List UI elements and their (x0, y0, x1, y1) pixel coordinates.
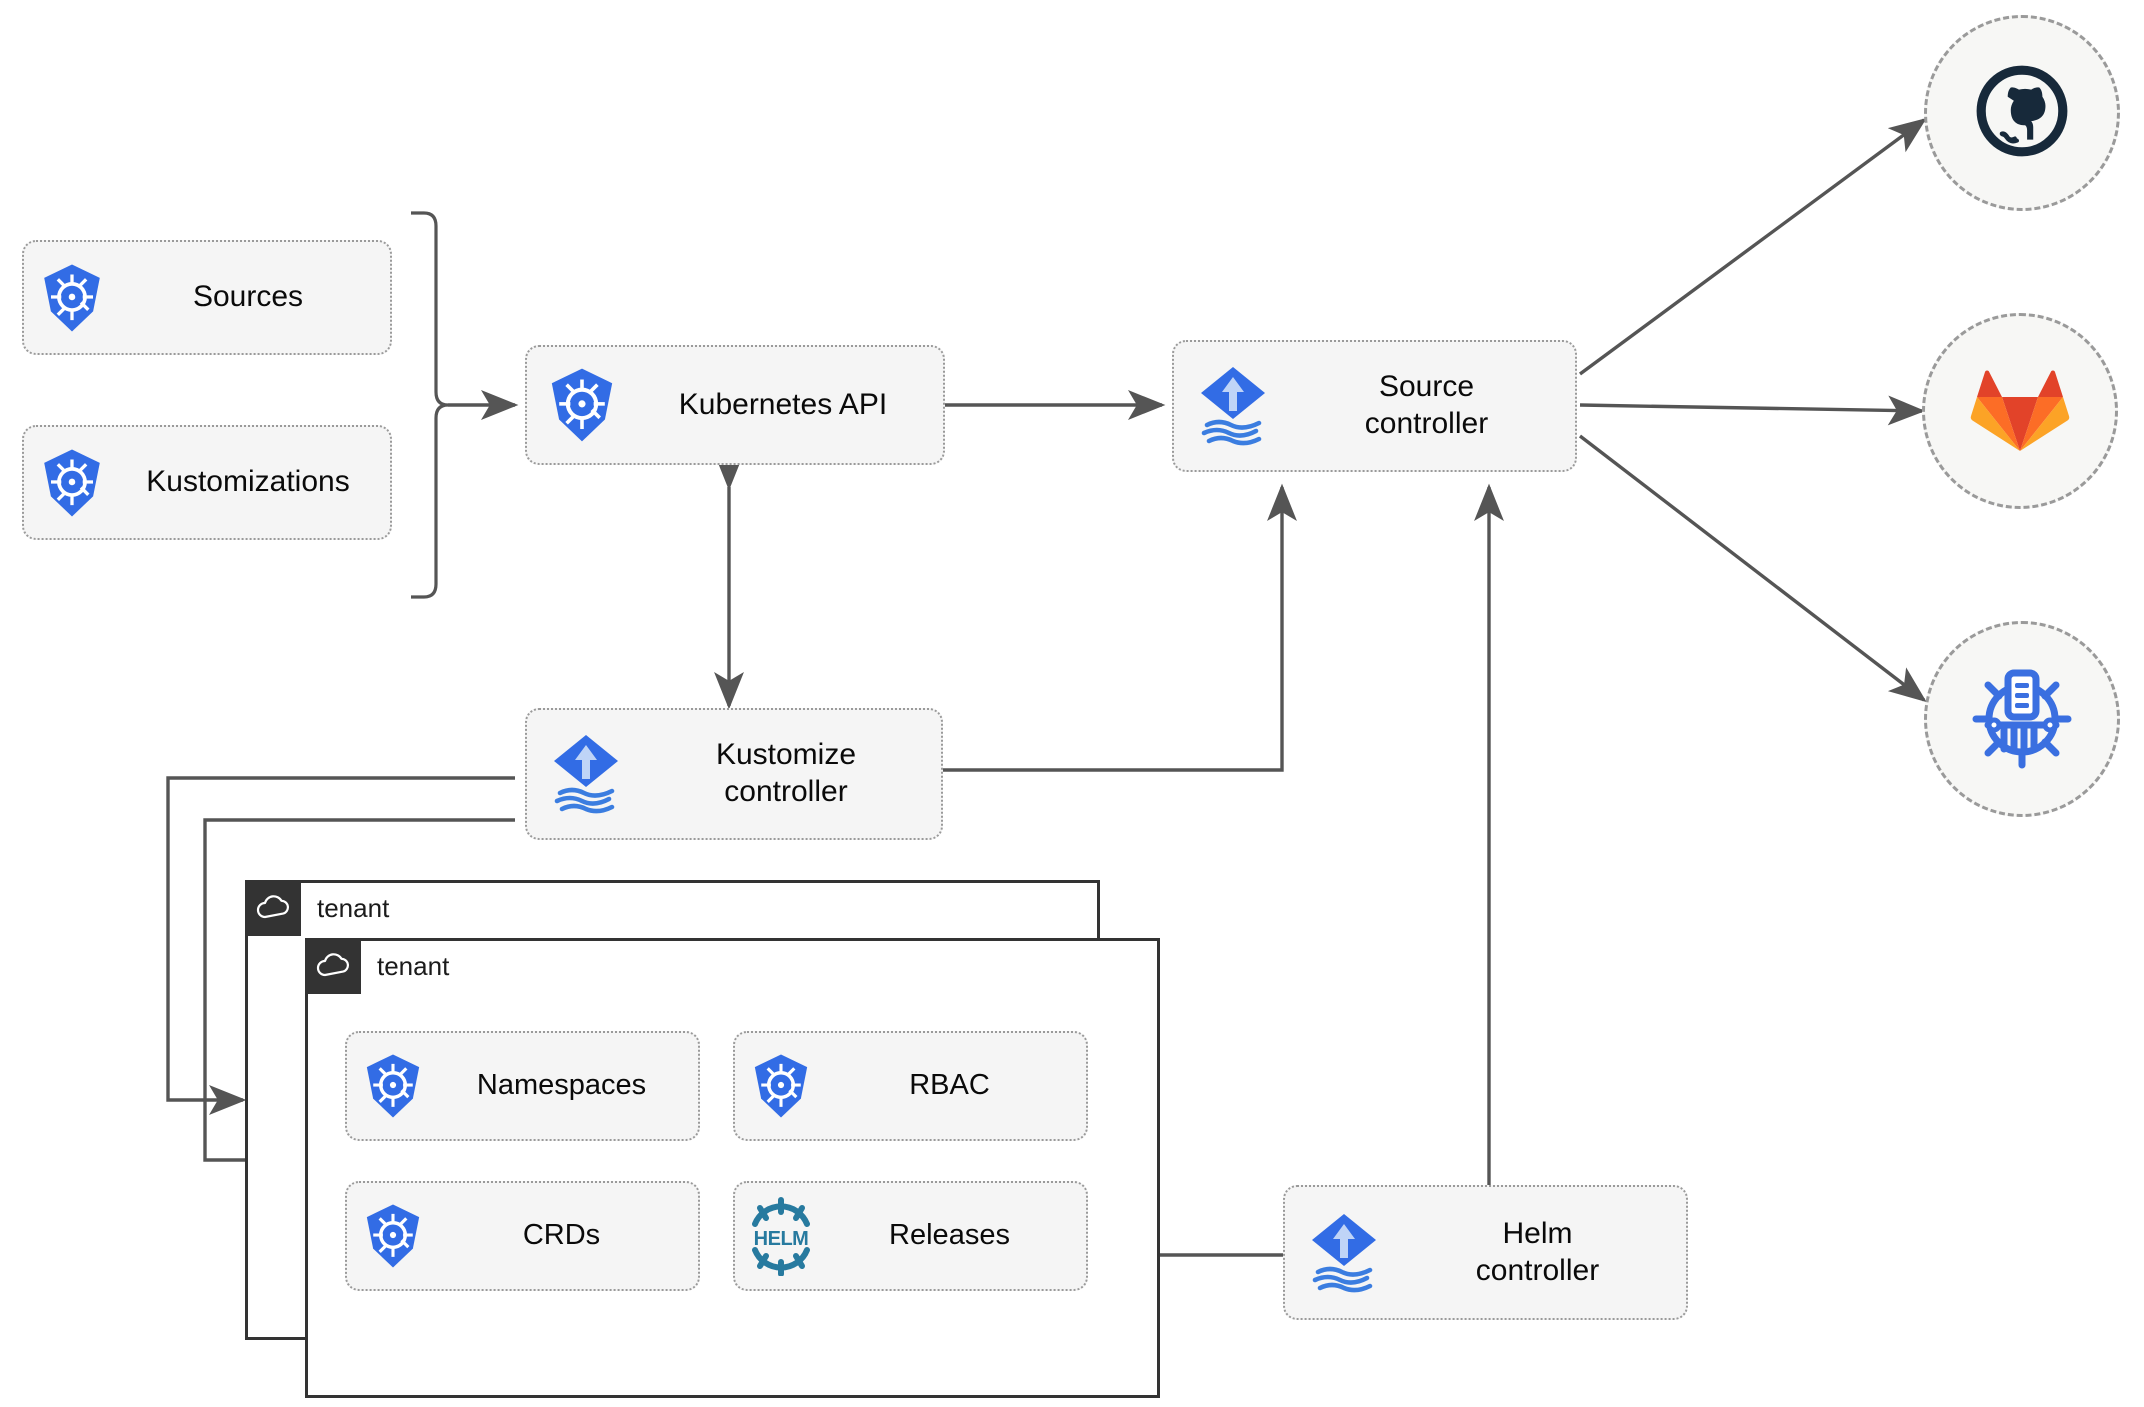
helm-icon: HELM (735, 1196, 827, 1276)
tenant-resource-label: Releases (889, 1219, 1010, 1252)
tenant-resource-releases[interactable]: HELM Releases (733, 1181, 1088, 1291)
tenant-label: tenant (377, 950, 450, 981)
flux-icon (527, 731, 645, 817)
endpoint-circle-github[interactable] (1924, 15, 2120, 211)
controller-label: Source controller (1364, 370, 1489, 440)
flux-icon (1285, 1210, 1403, 1296)
kubernetes-icon (735, 1053, 827, 1119)
cloud-icon (245, 880, 301, 936)
endpoint-circle-helm-repository[interactable] (1924, 621, 2120, 817)
kubernetes-icon (347, 1203, 439, 1269)
controller-box-kubernetes-api[interactable]: Kubernetes API (525, 345, 945, 465)
controller-box-helm-controller[interactable]: Helm controller (1283, 1185, 1688, 1320)
kubernetes-icon (527, 367, 637, 443)
tenant-resource-crds[interactable]: CRDs (345, 1181, 700, 1291)
flux-icon (1174, 363, 1292, 449)
svg-text:HELM: HELM (754, 1228, 809, 1250)
kubernetes-icon (24, 448, 120, 518)
controller-label: Kustomize controller (715, 738, 857, 808)
tenant-resource-label: Namespaces (476, 1069, 647, 1102)
resource-box-sources[interactable]: Sources (22, 240, 392, 355)
helm-repository-icon (1966, 661, 2078, 778)
tenant-resource-namespaces[interactable]: Namespaces (345, 1031, 700, 1141)
tenant-resource-label: CRDs (522, 1219, 601, 1252)
resource-label: Sources (192, 280, 304, 314)
tenant-box-inner[interactable]: tenant (305, 938, 1160, 1398)
cloud-icon (305, 938, 361, 994)
controller-label: Helm controller (1475, 1216, 1600, 1287)
kubernetes-icon (24, 263, 120, 333)
tenant-resource-rbac[interactable]: RBAC (733, 1031, 1088, 1141)
tenant-title-bar: tenant (245, 880, 389, 936)
controller-box-source-controller[interactable]: Source controller (1172, 340, 1577, 472)
gitlab-icon (1968, 359, 2072, 464)
resource-box-kustomizations[interactable]: Kustomizations (22, 425, 392, 540)
github-icon (1972, 61, 2072, 166)
endpoint-circle-gitlab[interactable] (1922, 313, 2118, 509)
tenant-title-bar: tenant (305, 938, 449, 994)
controller-box-kustomize-controller[interactable]: Kustomize controller (525, 708, 943, 840)
kubernetes-icon (347, 1053, 439, 1119)
controller-label: Kubernetes API (678, 387, 888, 421)
tenant-label: tenant (317, 892, 390, 923)
tenant-resource-label: RBAC (909, 1069, 990, 1102)
resource-label: Kustomizations (146, 465, 350, 499)
